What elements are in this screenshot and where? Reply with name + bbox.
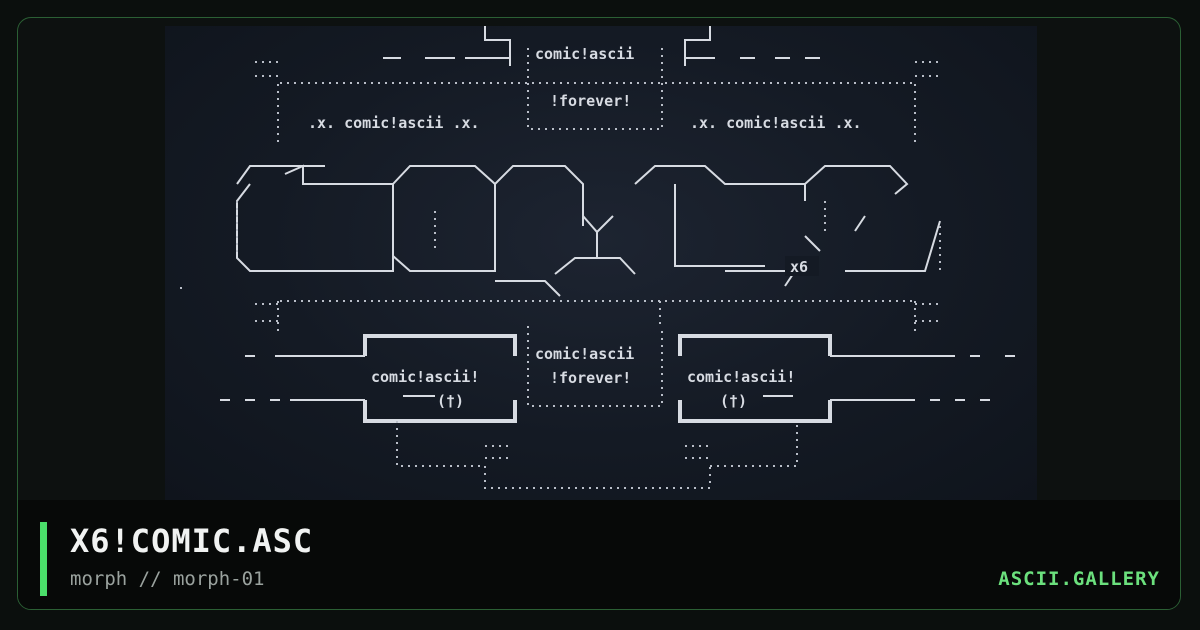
art-box-edge — [678, 334, 832, 356]
logo-letter-m — [494, 165, 636, 275]
art-box-edge — [363, 400, 517, 423]
logo-letter-i — [674, 184, 821, 287]
art-dots — [396, 421, 798, 489]
art-dots — [255, 61, 940, 84]
logo-letter-y — [582, 215, 614, 258]
card-footer: X6!COMIC.ASC morph // morph-01 ASCII.GAL… — [18, 500, 1180, 609]
ascii-art-panel: comic!ascii !forever! .x. comic!ascii .x… — [165, 26, 1037, 500]
logo-letter-c — [236, 164, 394, 272]
art-dots — [277, 301, 916, 331]
artwork-subtitle: morph // morph-01 — [70, 568, 265, 590]
art-stroke — [495, 280, 561, 297]
art-box-edge — [363, 334, 517, 356]
dagger-right: (†) — [720, 392, 747, 410]
accent-bar — [40, 522, 47, 596]
side-label-right: .x. comic!ascii .x. — [690, 114, 862, 132]
dagger-left: (†) — [437, 392, 464, 410]
art-stroke — [684, 26, 711, 66]
art-stroke — [484, 26, 511, 66]
art-dots — [527, 48, 663, 130]
x6-badge: x6 — [790, 258, 808, 276]
art-dots — [527, 326, 663, 407]
forever-label: !forever! — [550, 92, 631, 110]
art-dots — [824, 201, 941, 271]
top-label: comic!ascii — [535, 45, 634, 63]
lower-label-left: comic!ascii! — [371, 368, 479, 386]
ascii-art-image: comic!ascii !forever! .x. comic!ascii .x… — [180, 26, 1015, 489]
card-frame: comic!ascii !forever! .x. comic!ascii .x… — [17, 17, 1181, 610]
badge-bg — [785, 256, 819, 276]
lower-label-right: comic!ascii! — [687, 368, 795, 386]
art-box-edge — [678, 400, 832, 423]
logo-letter-o — [392, 165, 496, 272]
brand-label: ASCII.GALLERY — [998, 568, 1160, 590]
art-dots — [180, 287, 940, 322]
lower-center-label: comic!ascii — [535, 345, 634, 363]
logo-letter-s — [845, 215, 941, 272]
lower-forever-label: !forever! — [550, 369, 631, 387]
artwork-title: X6!COMIC.ASC — [70, 522, 314, 560]
side-label-left: .x. comic!ascii .x. — [308, 114, 480, 132]
